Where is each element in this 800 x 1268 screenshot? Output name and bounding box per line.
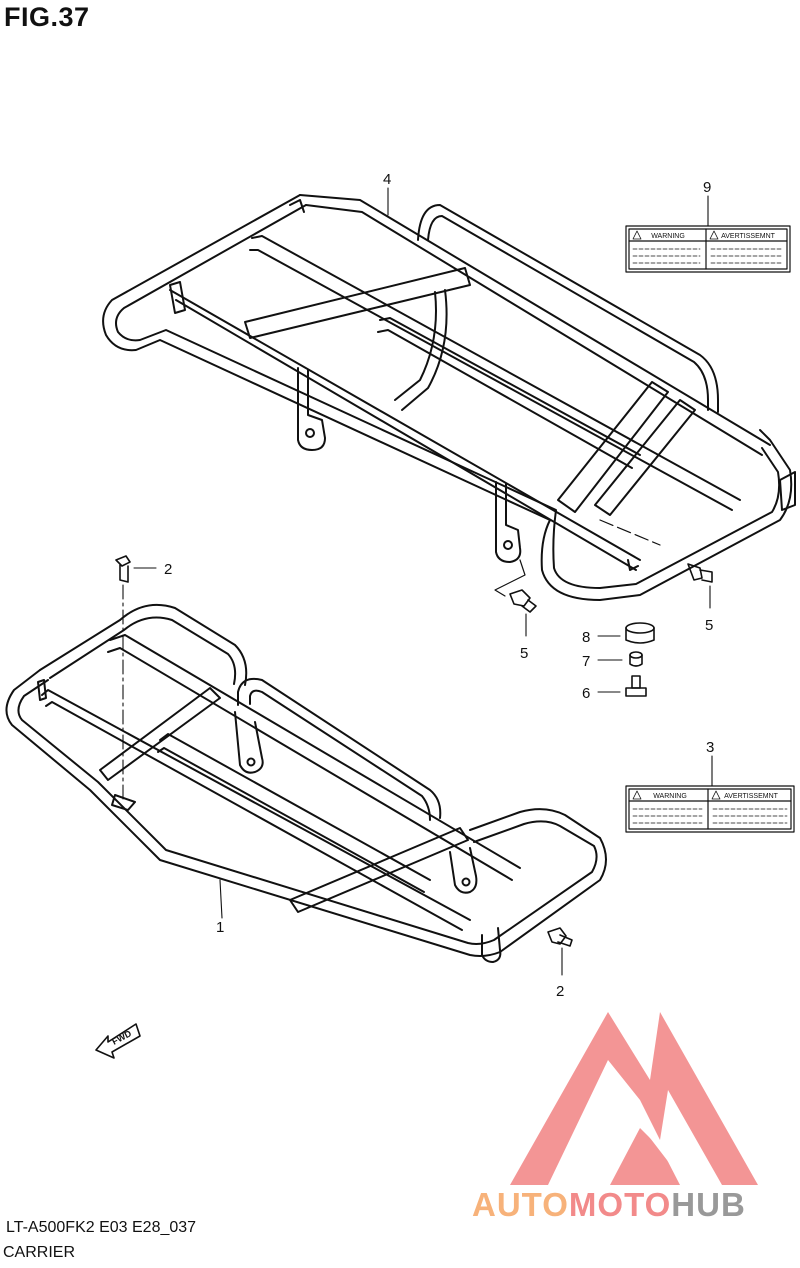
- label-3-right-text: AVERTISSEMNT: [724, 793, 779, 800]
- watermark-text: AUTOMOTOHUB: [472, 1186, 746, 1223]
- watermark-moto: MOTO: [569, 1186, 671, 1223]
- callout-4: 4: [383, 171, 391, 188]
- cushion-8: [597, 622, 655, 644]
- callout-6: 6: [582, 685, 590, 702]
- callout-5-right: 5: [705, 617, 713, 634]
- label-3-left-text: WARNING: [653, 793, 687, 800]
- callout-3: 3: [706, 739, 714, 756]
- callout-5-left: 5: [520, 645, 528, 662]
- front-carrier: [5, 604, 607, 963]
- label-9-right-text: AVERTISSEMNT: [721, 233, 776, 240]
- callout-8: 8: [582, 629, 590, 646]
- rear-carrier: [102, 194, 796, 601]
- callout-1: 1: [216, 919, 224, 936]
- figure-title: FIG.37: [4, 2, 90, 32]
- label-9-left-text: WARNING: [651, 233, 685, 240]
- fwd-arrow-icon: [95, 1023, 141, 1059]
- fwd-text: FWD: [110, 1028, 133, 1047]
- watermark-logo: [510, 1012, 758, 1187]
- callout-7: 7: [582, 653, 590, 670]
- watermark-hub: HUB: [671, 1186, 746, 1223]
- bolt-2-lower: [547, 927, 573, 976]
- model-code: LT-A500FK2 E03 E28_037: [6, 1219, 197, 1236]
- warning-label-9: [625, 225, 791, 273]
- collar-7: [597, 651, 643, 667]
- callout-2-upper: 2: [164, 561, 172, 578]
- bolt-5-left: [509, 589, 537, 637]
- bolt-2-upper: [115, 555, 157, 801]
- callout-2-lower: 2: [556, 983, 564, 1000]
- watermark-auto: AUTO: [472, 1186, 569, 1223]
- section-name: CARRIER: [3, 1244, 76, 1261]
- callout-9: 9: [703, 179, 711, 196]
- bolt-6: [597, 675, 647, 697]
- warning-label-3: [625, 785, 795, 833]
- bolt-5-right: [687, 563, 713, 609]
